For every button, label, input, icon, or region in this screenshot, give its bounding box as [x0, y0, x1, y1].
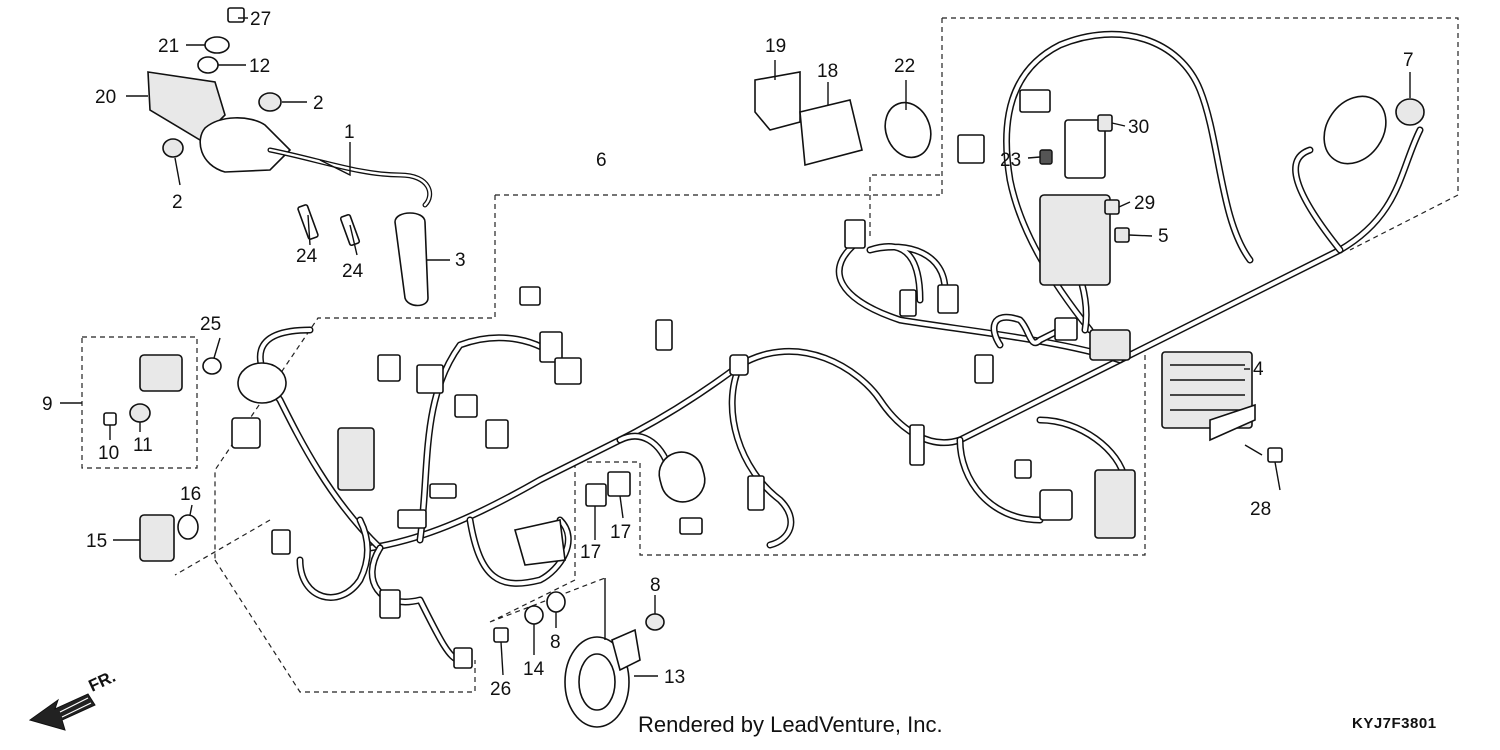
callout-22: 22: [894, 56, 915, 77]
callout-labels: 1 2 2 3 4 5 6 7 8 8 9 10 11 12 13 14 15 …: [42, 9, 1414, 700]
callout-17: 17: [580, 542, 601, 563]
callout-15: 15: [86, 531, 107, 552]
callout-1: 1: [344, 122, 355, 143]
leader-lines: [60, 17, 1411, 677]
callout-23: 23: [1000, 150, 1021, 171]
callout-12: 12: [249, 56, 270, 77]
small-parts: [103, 7, 1425, 728]
harness-connectors: [231, 89, 1387, 669]
callout-30: 30: [1128, 117, 1149, 138]
callout-29: 29: [1134, 193, 1155, 214]
callout-13: 13: [664, 667, 685, 688]
callout-18: 18: [817, 61, 838, 82]
callout-17: 17: [610, 522, 631, 543]
credit-text: Rendered by LeadVenture, Inc.: [638, 712, 943, 737]
front-direction-arrow: FR.: [28, 667, 119, 731]
callout-8: 8: [550, 632, 561, 653]
group-outlines: [81, 17, 1459, 693]
callout-14: 14: [523, 659, 545, 680]
main-harness: [256, 30, 1424, 664]
callout-21: 21: [158, 36, 179, 57]
callout-28: 28: [1250, 499, 1271, 520]
direction-label: FR.: [86, 667, 119, 696]
callout-11: 11: [133, 435, 153, 456]
callout-10: 10: [98, 443, 119, 464]
callout-5: 5: [1158, 226, 1169, 247]
callout-4: 4: [1253, 359, 1264, 380]
callout-16: 16: [180, 484, 201, 505]
callout-8: 8: [650, 575, 661, 596]
callout-2: 2: [313, 93, 324, 114]
callout-27: 27: [250, 9, 271, 30]
callout-7: 7: [1403, 50, 1414, 71]
callout-6: 6: [596, 150, 607, 171]
callout-24: 24: [296, 246, 318, 267]
diagram-code: KYJ7F3801: [1352, 715, 1437, 732]
callout-9: 9: [42, 394, 53, 415]
callout-19: 19: [765, 36, 786, 57]
callout-25: 25: [200, 314, 221, 335]
callout-2: 2: [172, 192, 183, 213]
callout-24: 24: [342, 261, 364, 282]
callout-3: 3: [455, 250, 466, 271]
callout-26: 26: [490, 679, 511, 700]
callout-20: 20: [95, 87, 116, 108]
